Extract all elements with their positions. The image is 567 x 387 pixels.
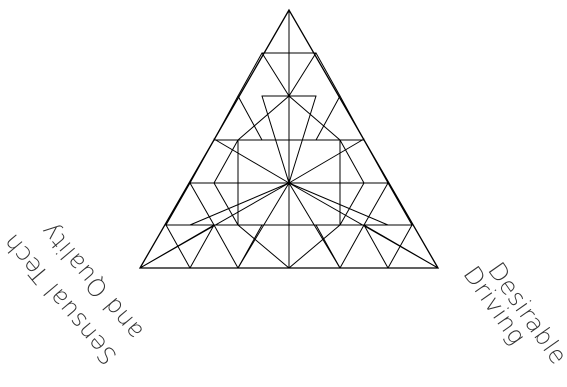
diagram-line — [316, 53, 340, 96]
diagram-line — [388, 183, 412, 225]
diagram-line — [166, 183, 190, 225]
diagram-line — [289, 225, 340, 268]
diagram-line — [238, 225, 262, 268]
diagram-line — [238, 53, 262, 96]
diagram-line — [289, 183, 388, 225]
diagram-line — [364, 225, 438, 268]
diagram-line — [166, 225, 190, 268]
diagram-line — [289, 96, 340, 140]
diagram-line — [190, 183, 214, 225]
diagram-line — [214, 225, 238, 268]
diagram-line — [364, 183, 388, 225]
diagram-lines — [140, 10, 438, 268]
diagram-line — [238, 225, 289, 268]
diagram-line — [340, 225, 364, 268]
diagram-line — [316, 225, 340, 268]
diagram-line — [190, 183, 289, 225]
diagram-line — [289, 53, 316, 96]
diagram-line — [388, 225, 412, 268]
diagram-line — [140, 225, 214, 268]
diagram-line — [316, 96, 340, 140]
diagram-line — [238, 96, 289, 140]
diagram-line — [262, 53, 289, 96]
diagram-line — [238, 96, 262, 140]
